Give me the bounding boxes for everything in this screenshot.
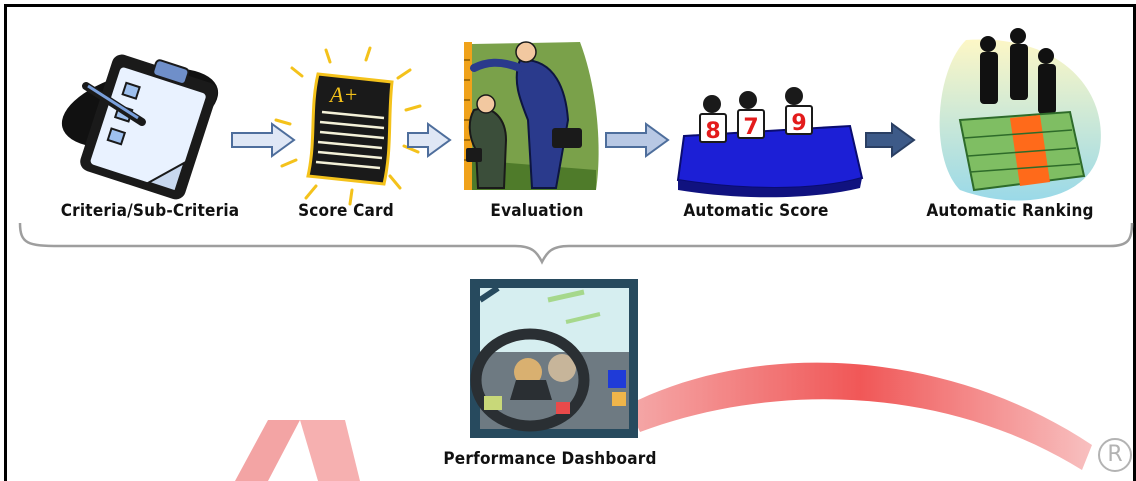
grouping-brace <box>18 222 1134 265</box>
watermark-logo <box>235 362 1092 481</box>
diagram-frame <box>4 4 1136 481</box>
flow-arrow-1 <box>231 122 296 158</box>
step-label-score-card: Score Card <box>298 201 394 221</box>
judge-score-3: 9 <box>791 111 806 136</box>
measuring-businessmen-icon <box>464 41 599 190</box>
flow-arrow-3 <box>605 122 670 158</box>
winners-podium-icon <box>939 28 1101 201</box>
car-dashboard-icon <box>470 279 638 438</box>
result-label-performance-dashboard: Performance Dashboard <box>443 449 657 469</box>
step-label-criteria: Criteria/Sub-Criteria <box>60 201 240 221</box>
judges-scoring-icon: 8 7 9 <box>676 87 864 198</box>
registered-mark-icon: R <box>1098 438 1132 472</box>
judge-score-2: 7 <box>743 115 758 140</box>
clipboard-checklist-icon <box>61 54 219 200</box>
grade-text: A+ <box>328 82 358 107</box>
step-label-automatic-score: Automatic Score <box>683 201 829 221</box>
flow-arrow-2 <box>407 122 452 158</box>
flow-arrow-4 <box>865 122 916 158</box>
graded-paper-icon: A+ <box>274 46 422 206</box>
step-label-automatic-ranking: Automatic Ranking <box>926 201 1094 221</box>
judge-score-1: 8 <box>705 119 720 144</box>
step-label-evaluation: Evaluation <box>490 201 584 221</box>
